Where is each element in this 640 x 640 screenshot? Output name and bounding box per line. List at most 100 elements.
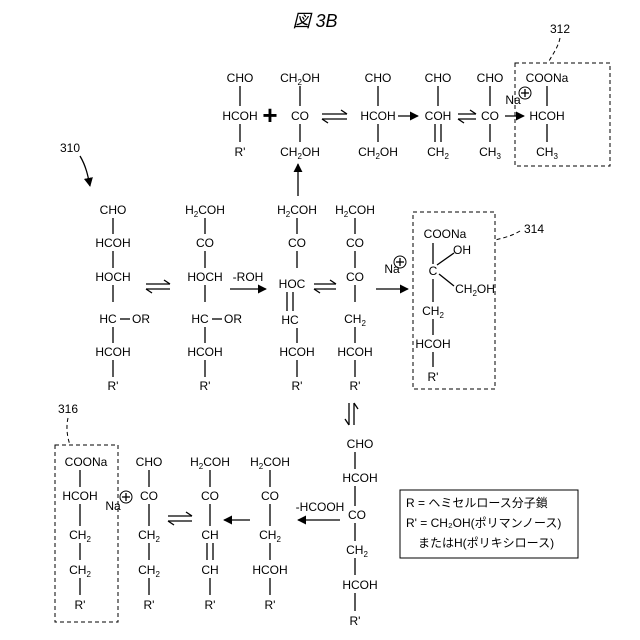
atom-label: CH2OH [455, 282, 495, 298]
atom-label: CH [201, 563, 218, 577]
atom-label: CO [288, 236, 306, 250]
atom-label: H2COH [277, 203, 317, 219]
atom-label: CH2OH [280, 145, 320, 161]
atom-label: H2COH [190, 455, 230, 471]
atom-label: CH2 [427, 145, 449, 161]
atom-label: H2COH [335, 203, 375, 219]
atom-label: CHO [100, 203, 127, 217]
atom-label: HCOH [222, 109, 257, 123]
reference-label-310: 310 [60, 141, 80, 155]
atom-label: R' [205, 598, 216, 612]
atom-label: CHO [365, 71, 392, 85]
sodium-ion-label: Na [384, 262, 400, 276]
sodium-ion-label: Na [105, 499, 121, 513]
product-box-316 [55, 445, 118, 622]
top-molecule-1: CHO HCOH R' [222, 71, 257, 159]
top-molecule-4: CHO COH CH2 [425, 71, 452, 161]
atom-label: CH2 [69, 563, 91, 579]
atom-label: CHO [136, 455, 163, 469]
atom-label: CH2OH [358, 145, 398, 161]
equilibrium-arrow [146, 280, 170, 293]
atom-label: R' [265, 598, 276, 612]
atom-label: HOCH [95, 270, 130, 284]
atom-label: CO [346, 270, 364, 284]
middle-molecule-4: H2COH CO CO CH2 HCOH R' [335, 203, 375, 393]
atom-label: CO [291, 109, 309, 123]
positive-charge-icon [120, 491, 132, 503]
atom-label: OR [224, 312, 242, 326]
atom-label: CH2 [138, 528, 160, 544]
atom-label: CHO [425, 71, 452, 85]
atom-label: HCOH [415, 337, 450, 351]
atom-label: COONa [65, 455, 108, 469]
atom-label: OR [132, 312, 150, 326]
atom-label: CH3 [479, 145, 501, 161]
atom-label: R' [75, 598, 86, 612]
atom-label: R' [144, 598, 155, 612]
bottom-molecule-4: CHO CO CH2 CH2 R' [136, 455, 163, 612]
top-molecule-2: CH2OH CO CH2OH [280, 71, 320, 161]
atom-label: COONa [424, 227, 467, 241]
legend-line-2: R' = CH₂OH(ポリマンノース) [406, 516, 561, 530]
atom-label: HCOH [252, 563, 287, 577]
reference-label-316: 316 [58, 402, 78, 416]
equilibrium-arrow [314, 280, 336, 293]
atom-label: CO [261, 489, 279, 503]
atom-label: CO [196, 236, 214, 250]
equilibrium-arrow [322, 110, 347, 123]
leader-line-316 [67, 418, 70, 445]
leader-line-312 [548, 38, 560, 63]
atom-label: HCOH [337, 345, 372, 359]
atom-label: CO [346, 236, 364, 250]
figure-title: 図 3B [292, 11, 337, 31]
atom-label: HC [281, 313, 299, 327]
atom-label: CO [481, 109, 499, 123]
reference-label-314: 314 [524, 222, 544, 236]
bottom-molecule-3: H2COH CO CH CH R' [190, 455, 230, 612]
equilibrium-arrow [168, 512, 192, 525]
bottom-molecule-1: CHO HCOH CO CH2 HCOH R' [342, 437, 377, 628]
elimination-label: -HCOOH [296, 500, 345, 514]
atom-label: R' [292, 379, 303, 393]
leader-arrow-310 [80, 156, 90, 186]
bottom-molecule-2: H2COH CO CH2 HCOH R' [250, 455, 290, 612]
atom-label: HCOH [95, 236, 130, 250]
atom-label: CH [201, 528, 218, 542]
atom-label: R' [108, 379, 119, 393]
legend-line-3: またはH(ポリキシロース) [418, 536, 554, 550]
positive-charge-icon [519, 87, 531, 99]
atom-label: HCOH [95, 345, 130, 359]
atom-label: CO [201, 489, 219, 503]
top-molecule-5: CHO CO CH3 [477, 71, 504, 161]
top-molecule-3: CHO HCOH CH2OH [358, 71, 398, 161]
atom-label: H2COH [185, 203, 225, 219]
atom-label: COH [425, 109, 452, 123]
atom-label: CH2 [138, 563, 160, 579]
atom-label: HCOH [187, 345, 222, 359]
equilibrium-arrow [458, 110, 476, 123]
atom-label: HC [99, 312, 117, 326]
atom-label: CH2 [346, 543, 368, 559]
bottom-molecule-5: COONa HCOH CH2 CH2 R' [62, 455, 107, 612]
atom-label: HCOH [342, 471, 377, 485]
atom-label: R' [350, 614, 361, 628]
vertical-equilibrium-arrow [345, 403, 358, 425]
atom-label: H2COH [250, 455, 290, 471]
elimination-label: -ROH [233, 270, 264, 284]
plus-sign: + [262, 100, 277, 130]
atom-label: HCOH [342, 578, 377, 592]
atom-label: CHO [477, 71, 504, 85]
atom-label: CH3 [536, 145, 558, 161]
atom-label: CHO [347, 437, 374, 451]
legend-line-1: R = ヘミセルロース分子鎖 [406, 495, 548, 510]
atom-label: HCOH [360, 109, 395, 123]
atom-label: R' [235, 145, 246, 159]
atom-label: HCOH [529, 109, 564, 123]
atom-label: OH [453, 243, 471, 257]
atom-label: HOCH [187, 270, 222, 284]
atom-label: R' [350, 379, 361, 393]
atom-label: CH2 [259, 528, 281, 544]
atom-label: C [429, 264, 438, 278]
